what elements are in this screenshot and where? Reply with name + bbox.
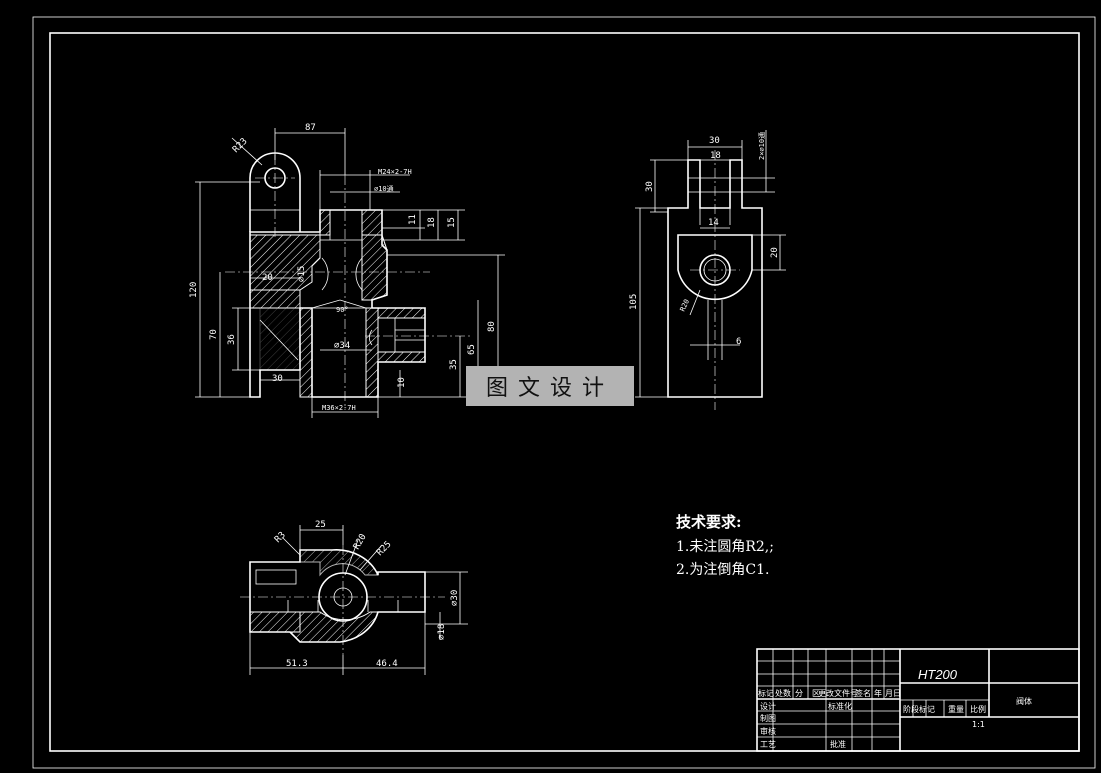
dim-35: 35: [449, 359, 459, 370]
top-dim-r25: R25: [375, 540, 394, 559]
dim-d15: ⌀15: [297, 266, 307, 282]
inner-frame: [49, 32, 1080, 752]
side-dim-30b: 30: [645, 181, 655, 192]
dim-80: 80: [487, 321, 497, 332]
lbl-stage: 阶段标记: [903, 704, 935, 714]
top-dim-r3: R3: [273, 530, 288, 545]
hdr-day: 日: [893, 689, 901, 698]
hdr-sign: 签名: [855, 688, 871, 698]
dim-36: 36: [227, 334, 237, 345]
front-view: 87 R23 M24×2-7H ⌀10通 11 18 15 120 ⌀15 20…: [189, 123, 505, 418]
notes-title: 技术要求:: [676, 513, 742, 531]
side-dim-2xd10: 2×⌀10通: [757, 132, 766, 160]
technical-requirements: 技术要求: 1.未注圆角R2,; 2.为注倒角C1.: [676, 513, 774, 578]
lbl-standard: 标准化: [828, 701, 852, 711]
lbl-scale: 比例: [970, 704, 986, 714]
hdr-change-doc: 更改文件号: [818, 688, 858, 698]
side-view: 30 18 2×⌀10通 30 20 105 14 R20 6: [629, 130, 786, 410]
lbl-review: 审核: [760, 726, 776, 736]
side-dim-6: 6: [736, 337, 741, 347]
dim-11: 11: [408, 214, 418, 225]
dim-30: 30: [272, 374, 283, 384]
part-name: 阀体: [1016, 696, 1032, 706]
lbl-design: 设计: [760, 701, 776, 711]
dim-10: 10: [397, 377, 407, 388]
dim-15: 15: [447, 217, 457, 228]
dim-120: 120: [189, 282, 199, 298]
dim-20: 20: [262, 273, 273, 283]
side-dim-20: 20: [770, 247, 780, 258]
top-dim-d18: ⌀18: [437, 624, 447, 640]
dim-m36: M36×2-7H: [322, 404, 356, 412]
dim-70: 70: [209, 329, 219, 340]
side-dim-105: 105: [629, 294, 639, 310]
lbl-weight: 重量: [948, 704, 964, 714]
notes-item-2: 2.为注倒角C1.: [676, 562, 769, 578]
top-dim-46-4: 46.4: [376, 659, 398, 669]
dim-d10-thru: ⌀10通: [374, 184, 394, 193]
hdr-qu: 区: [812, 689, 820, 698]
watermark-text: 图文设计: [485, 376, 614, 401]
side-dim-18: 18: [710, 151, 721, 161]
watermark-badge: 图文设计: [466, 366, 634, 406]
top-view: 25 R3 R20 R25 ⌀30 ⌀18 51.3 46.4: [240, 520, 468, 675]
dim-90deg: 90°: [336, 306, 349, 314]
side-dim-30: 30: [709, 136, 720, 146]
top-dim-51-3: 51.3: [286, 659, 308, 669]
hdr-biaoji: 标记: [758, 688, 774, 698]
lbl-process: 工艺: [760, 740, 776, 749]
top-dim-d30: ⌀30: [450, 590, 460, 606]
notes-item-1: 1.未注圆角R2,;: [676, 539, 774, 555]
outer-frame: [32, 16, 1096, 769]
hdr-fen: 分: [795, 689, 803, 698]
title-block: HT200 阀体 标记 处数 分 区 更改文件号 签名 年 月 日 设计 制图 …: [756, 648, 1080, 752]
dim-65: 65: [467, 344, 477, 355]
side-dim-14: 14: [708, 218, 719, 228]
side-dim-r20: R20: [679, 298, 692, 313]
lbl-drawing: 制图: [760, 713, 776, 723]
top-dim-25: 25: [315, 520, 326, 530]
dim-m24: M24×2-7H: [378, 168, 412, 176]
dim-d34: ⌀34: [334, 341, 350, 351]
hdr-month: 月: [885, 689, 893, 698]
hdr-chushu: 处数: [775, 688, 791, 698]
dim-18: 18: [427, 217, 437, 228]
scale-value: 1:1: [972, 720, 985, 729]
top-dim-r20: R20: [352, 532, 369, 551]
material: HT200: [918, 667, 958, 682]
lbl-approve: 批准: [830, 739, 846, 749]
hdr-year: 年: [874, 688, 882, 698]
dim-87: 87: [305, 123, 316, 133]
